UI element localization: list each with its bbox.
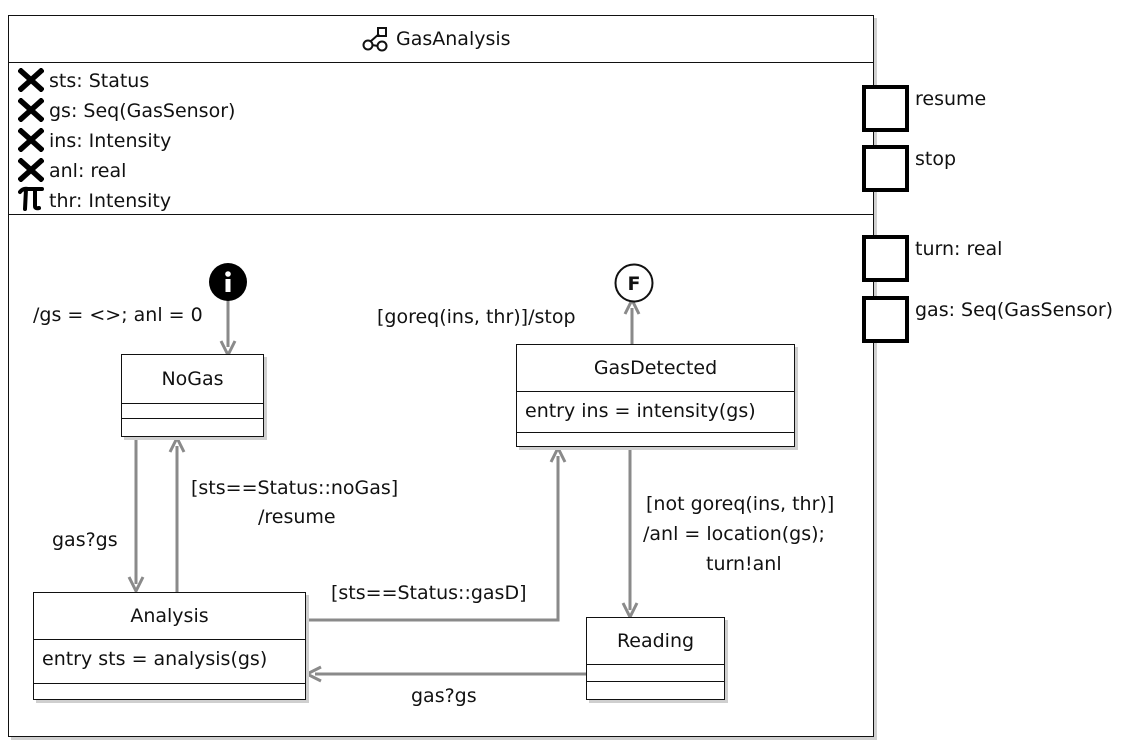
port-resume[interactable] (862, 85, 909, 132)
final-pseudostate[interactable]: F (614, 263, 654, 303)
state-divider (34, 683, 305, 684)
state-machine-title: GasAnalysis (396, 28, 511, 50)
variable-icon (17, 157, 45, 183)
port-gas[interactable] (862, 296, 909, 343)
transition-label-gasdetected-to-reading-action: /anl = location(gs); (643, 523, 825, 545)
state-divider (587, 681, 724, 682)
state-gasdetected-entry: entry ins = intensity(gs) (525, 400, 756, 422)
arrowhead (168, 434, 186, 453)
transition-label-analysis-to-nogas-guard: [sts==Status::noGas] (191, 477, 399, 499)
edge-analysis-to-gasdetected (306, 456, 560, 622)
state-nogas[interactable]: NoGas (121, 354, 264, 437)
state-reading-name: Reading (616, 630, 695, 652)
port-stop-label: stop (915, 148, 957, 170)
transition-label-analysis-to-gasdetected: [sts==Status::gasD] (331, 582, 527, 604)
state-divider (34, 639, 305, 640)
port-gas-label: gas: Seq(GasSensor) (915, 299, 1114, 321)
constant-icon (18, 186, 44, 211)
port-turn[interactable] (862, 235, 909, 282)
state-analysis-name: Analysis (130, 605, 209, 627)
state-gasdetected[interactable]: GasDetected entry ins = intensity(gs) (516, 344, 795, 447)
transition-label-gasdetected-to-reading-guard: [not goreq(ins, thr)] (646, 493, 835, 515)
state-divider (122, 403, 263, 404)
state-reading[interactable]: Reading (586, 617, 725, 700)
variable-gs: gs: Seq(GasSensor) (49, 100, 236, 122)
state-machine-icon (362, 26, 390, 52)
transition-label-analysis-to-nogas-action: /resume (258, 506, 336, 528)
transition-label-final: [goreq(ins, thr)]/stop (377, 306, 576, 328)
state-gasdetected-name: GasDetected (593, 357, 718, 379)
transition-label-gasdetected-to-reading-send: turn!anl (706, 553, 782, 575)
constant-thr: thr: Intensity (49, 190, 172, 212)
title-divider (9, 62, 873, 63)
arrowhead (303, 665, 322, 683)
arrowhead (549, 444, 567, 463)
transition-label-nogas-to-analysis: gas?gs (52, 529, 118, 551)
transition-label-reading-to-analysis: gas?gs (411, 685, 477, 707)
variable-sts: sts: Status (49, 70, 150, 92)
variable-anl: anl: real (49, 160, 127, 182)
port-turn-label: turn: real (915, 238, 1003, 260)
state-divider (517, 432, 794, 433)
initial-pseudostate[interactable] (208, 262, 248, 302)
state-divider (517, 391, 794, 392)
variable-icon (17, 127, 45, 153)
state-nogas-name: NoGas (161, 368, 224, 390)
port-stop[interactable] (862, 145, 909, 192)
transition-label-initial: /gs = <>; anl = 0 (33, 304, 203, 326)
state-analysis[interactable]: Analysis entry sts = analysis(gs) (33, 592, 306, 700)
variable-icon (17, 97, 45, 123)
variables-divider (9, 214, 873, 215)
arrowhead (127, 576, 145, 595)
variable-icon (17, 67, 45, 93)
variable-ins: ins: Intensity (49, 130, 172, 152)
state-divider (587, 664, 724, 665)
state-divider (122, 418, 263, 419)
state-analysis-entry: entry sts = analysis(gs) (42, 648, 268, 670)
final-pseudostate-label: F (628, 273, 641, 295)
port-resume-label: resume (915, 88, 987, 110)
